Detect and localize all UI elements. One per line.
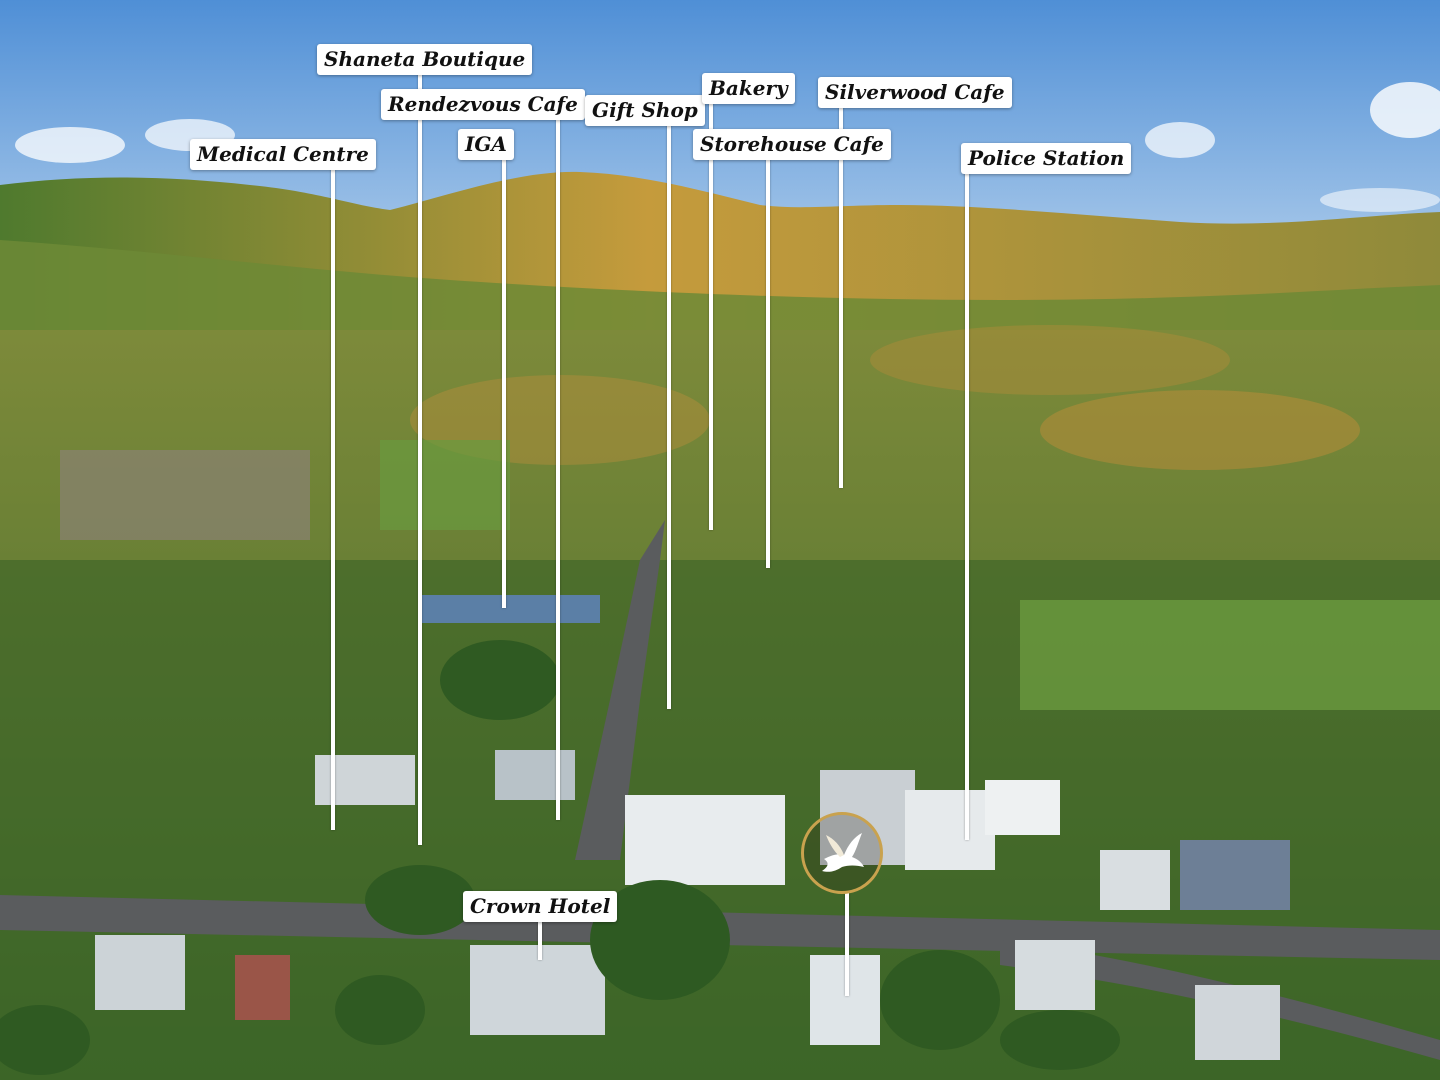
label-storehouse-cafe: Storehouse Cafe — [693, 129, 891, 160]
pole-police-station — [965, 170, 969, 840]
pole-logo — [845, 892, 849, 996]
label-bakery: Bakery — [702, 73, 795, 104]
pole-silverwood-cafe — [839, 104, 843, 488]
label-rendezvous-cafe: Rendezvous Cafe — [381, 89, 585, 120]
pole-rendezvous-cafe — [556, 118, 560, 820]
label-police-station: Police Station — [961, 143, 1132, 174]
pole-crown-hotel — [538, 918, 542, 960]
dove-icon — [822, 833, 864, 872]
label-iga: IGA — [458, 129, 514, 160]
pole-medical-centre — [331, 166, 335, 830]
pole-iga — [502, 156, 506, 608]
label-crown-hotel: Crown Hotel — [463, 891, 618, 922]
label-medical-centre: Medical Centre — [190, 139, 376, 170]
pole-shaneta-boutique — [418, 70, 422, 845]
main-road — [575, 520, 665, 860]
property-logo — [801, 812, 883, 894]
label-gift-shop: Gift Shop — [585, 95, 705, 126]
label-silverwood-cafe: Silverwood Cafe — [818, 77, 1012, 108]
pole-storehouse-cafe — [766, 156, 770, 568]
pole-bakery — [709, 100, 713, 530]
pole-gift-shop — [667, 124, 671, 709]
label-shaneta-boutique: Shaneta Boutique — [317, 44, 533, 75]
